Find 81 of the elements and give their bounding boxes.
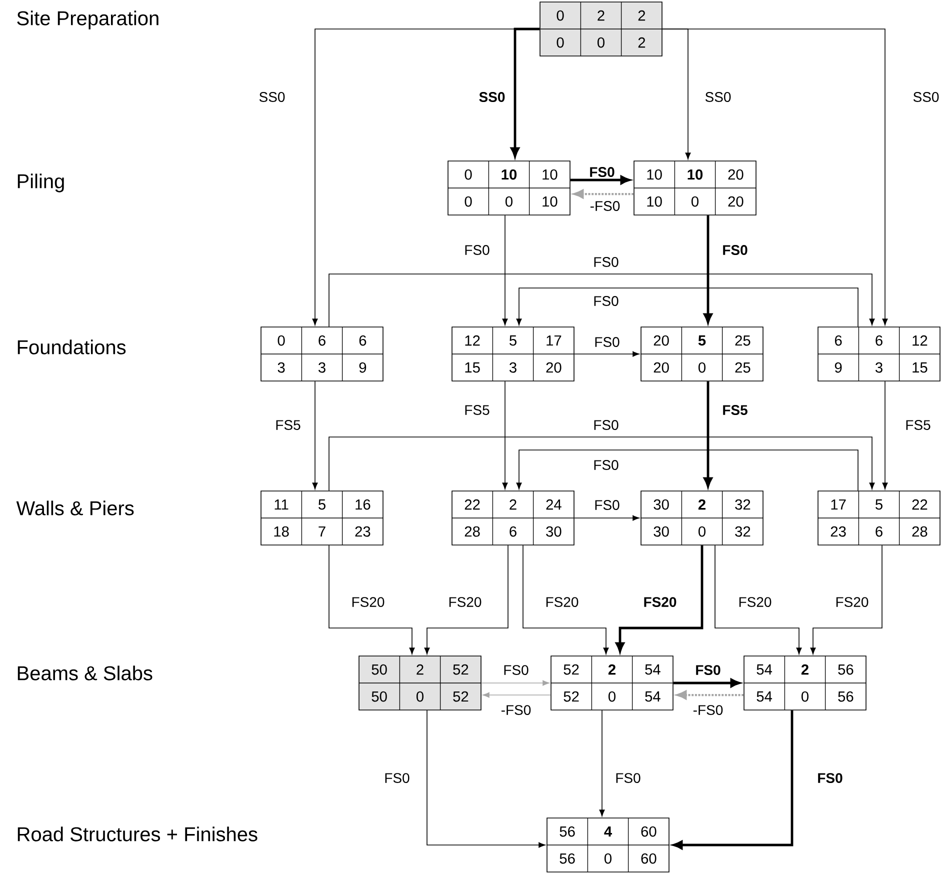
- arrow: [424, 545, 508, 654]
- activity-box: 22 2 24 28 6 30: [452, 490, 574, 546]
- arrow: [714, 545, 802, 654]
- edge-label: FS20: [446, 596, 484, 608]
- arrow: [502, 381, 508, 490]
- activity-box: 17 5 22 23 6 28: [818, 490, 940, 546]
- edge-label: FS0: [592, 256, 620, 268]
- edge-label: -FS0: [692, 704, 725, 716]
- arrow: [574, 351, 640, 357]
- arrow: [570, 176, 630, 184]
- arrow: [574, 515, 640, 521]
- arrow: [673, 678, 740, 688]
- arrow: [522, 545, 609, 654]
- row-label: Beams & Slabs: [18, 666, 152, 680]
- edge-label: FS0: [720, 244, 750, 256]
- row-label: Walls & Piers: [16, 500, 134, 516]
- activity-box: 20 5 25 20 0 25: [640, 326, 764, 382]
- arrow: [328, 436, 875, 491]
- edge-label: FS20: [350, 596, 386, 608]
- edge-label: FS0: [694, 664, 722, 676]
- activity-box: 30 2 32 30 0 32: [640, 490, 764, 546]
- edge-label: FS5: [462, 404, 492, 416]
- row-label: Site Preparation: [17, 10, 158, 30]
- row-label: Piling: [18, 174, 64, 192]
- edge-label: FS20: [642, 596, 678, 608]
- edge-label: FS0: [462, 244, 492, 256]
- arrow: [810, 545, 882, 654]
- edge-label: FS5: [904, 418, 932, 432]
- arrow: [516, 450, 858, 491]
- arrow: [312, 381, 318, 490]
- edge-label: -FS0: [588, 200, 622, 212]
- edge-label: SS0: [477, 90, 507, 104]
- edge-label: FS0: [502, 664, 530, 676]
- arrow: [676, 690, 744, 700]
- arrow: [426, 710, 546, 848]
- activity-box: 50 2 52 50 0 52: [358, 656, 482, 710]
- arrow: [328, 545, 415, 654]
- arrow: [481, 680, 550, 686]
- edge-label: FS20: [544, 596, 580, 608]
- edge-label: FS0: [816, 772, 844, 784]
- activity-box: 0 10 10 0 0 10: [448, 160, 570, 216]
- edge-label: FS0: [592, 418, 620, 432]
- activity-box: 11 5 16 18 7 23: [260, 490, 384, 546]
- activity-box: 54 2 56 54 0 56: [744, 656, 866, 710]
- row-label: Foundations: [18, 340, 126, 354]
- arrow: [510, 28, 540, 158]
- activity-box: 0 2 2 0 0 2: [540, 2, 662, 56]
- arrow: [573, 190, 634, 198]
- edge-label: FS20: [736, 596, 774, 608]
- edge-label: FS20: [834, 596, 870, 608]
- arrow: [662, 28, 888, 326]
- edge-label: FS0: [592, 294, 620, 308]
- edge-label: FS5: [720, 404, 750, 416]
- edge-label: FS0: [614, 772, 642, 784]
- edge-label: FS0: [592, 458, 620, 472]
- edge-label: -FS0: [500, 704, 532, 716]
- activity-box: 10 10 20 10 0 20: [634, 160, 756, 216]
- arrow: [502, 215, 508, 326]
- edge-label: SS0: [703, 90, 733, 104]
- activity-box: 12 5 17 15 3 20: [452, 326, 574, 382]
- arrow: [516, 288, 858, 327]
- activity-box: 52 2 54 52 0 54: [550, 656, 674, 710]
- edge-label: SS0: [911, 90, 941, 104]
- edge-label: FS0: [588, 166, 616, 178]
- arrow: [616, 545, 704, 652]
- arrow: [599, 710, 605, 816]
- edge-label: FS0: [592, 336, 622, 348]
- edge-label: FS5: [274, 418, 302, 432]
- arrow: [704, 381, 712, 488]
- edge-label: FS0: [382, 772, 412, 784]
- activity-box: 0 6 6 3 3 9: [260, 326, 384, 382]
- arrow: [482, 692, 551, 698]
- activity-box: 6 6 12 9 3 15: [818, 326, 940, 382]
- arrow: [328, 274, 875, 327]
- edge-label: SS0: [257, 90, 287, 104]
- activity-box: 56 4 60 56 0 60: [546, 818, 670, 872]
- edge-label: FS0: [592, 498, 622, 512]
- row-label: Road Structures + Finishes: [18, 826, 258, 842]
- arrow: [882, 381, 888, 490]
- arrow: [704, 215, 712, 324]
- arrow: [672, 710, 794, 850]
